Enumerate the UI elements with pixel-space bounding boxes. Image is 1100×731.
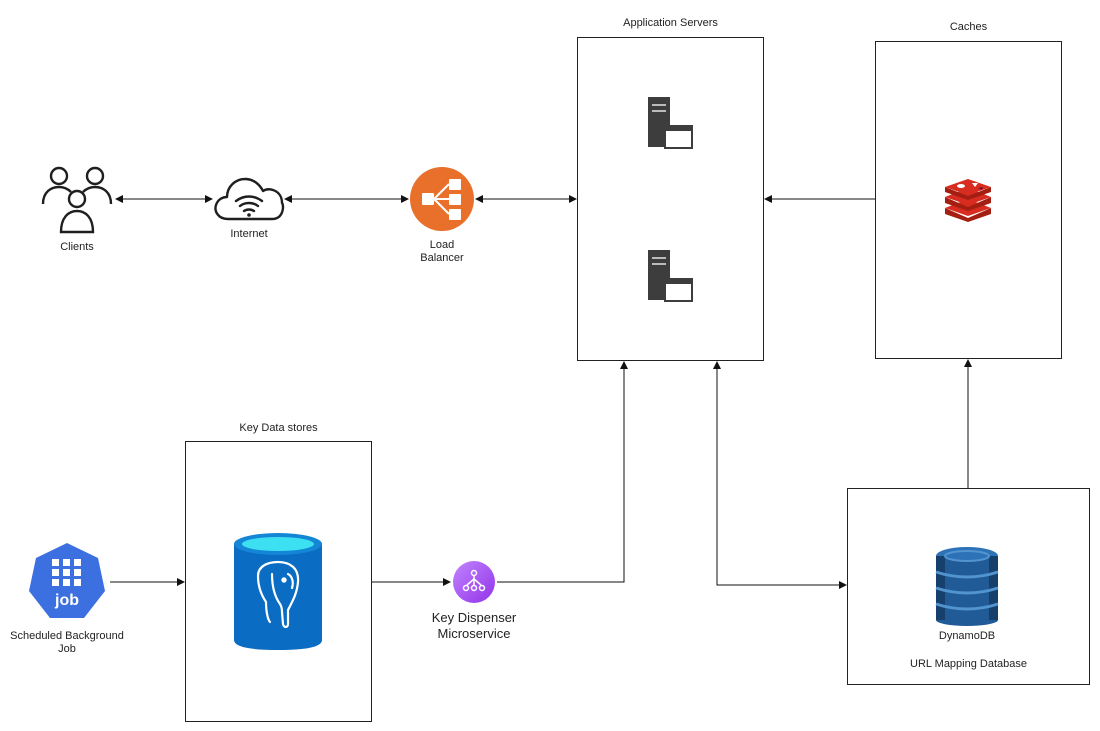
cloud-wifi-icon[interactable] xyxy=(212,175,286,225)
dynamodb-label: DynamoDB xyxy=(938,630,996,642)
caches-title: Caches xyxy=(949,21,988,33)
server-icon[interactable] xyxy=(646,95,696,151)
caches-container[interactable] xyxy=(875,41,1062,359)
kubernetes-job-icon[interactable]: job xyxy=(26,541,108,621)
key-dispenser-label: Key Dispenser Microservice xyxy=(431,610,517,641)
redis-icon[interactable] xyxy=(942,178,994,222)
scheduled-job-label: Scheduled Background Job xyxy=(10,630,124,655)
url-mapping-db-label: URL Mapping Database xyxy=(910,658,1027,670)
edge-appservers-dynamodb xyxy=(713,361,847,589)
app-servers-title: Application Servers xyxy=(623,17,718,29)
job-icon-text: job xyxy=(54,592,79,609)
load-balancer-label: Load Balancer xyxy=(420,239,464,264)
edge-dispenser-appservers xyxy=(497,361,628,583)
clients-label: Clients xyxy=(60,241,94,253)
server-icon[interactable] xyxy=(646,248,696,304)
microservice-icon[interactable] xyxy=(452,560,496,604)
app-servers-container[interactable] xyxy=(577,37,764,361)
key-data-stores-title: Key Data stores xyxy=(239,422,318,434)
dynamodb-icon[interactable] xyxy=(934,546,1000,626)
load-balancer-icon[interactable] xyxy=(409,166,475,232)
internet-label: Internet xyxy=(230,228,268,240)
postgres-icon[interactable] xyxy=(232,532,324,652)
users-icon[interactable] xyxy=(40,162,114,236)
